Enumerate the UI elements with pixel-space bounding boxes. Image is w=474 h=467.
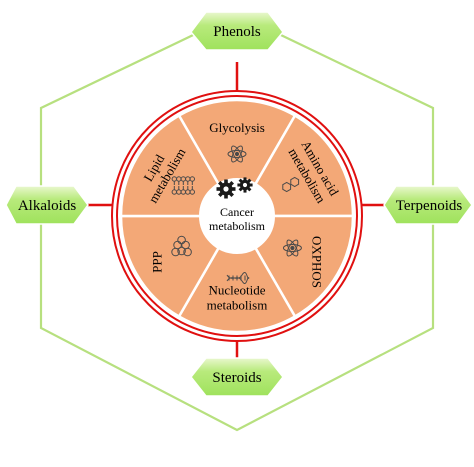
node-alkaloids: Alkaloids bbox=[5, 185, 89, 225]
center-label-line1: Cancer bbox=[220, 205, 254, 219]
segment-nucleotide-label-line: metabolism bbox=[207, 298, 268, 313]
ring-connectors bbox=[86, 62, 388, 364]
center-circle bbox=[199, 178, 275, 254]
segment-ppp-label-line: PPP bbox=[149, 251, 164, 273]
outer-red-ring bbox=[111, 90, 363, 342]
node-terpenoids-label: Terpenoids bbox=[396, 198, 463, 214]
segment-glycolysis-label: Glycolysis bbox=[209, 120, 265, 135]
molecule-cluster-icon bbox=[171, 235, 192, 257]
segment-ppp-label: PPP bbox=[149, 251, 164, 273]
segment-oxphos-label: OXPHOS bbox=[310, 236, 325, 288]
node-alkaloids-label: Alkaloids bbox=[18, 198, 76, 214]
gears-icon bbox=[216, 177, 253, 199]
center-label-line2: metabolism bbox=[209, 219, 266, 233]
segment-glycolysis-label-line: Glycolysis bbox=[209, 120, 265, 135]
node-phenols: Phenols bbox=[190, 11, 284, 51]
segment-nucleotide-label-line: Nucleotide bbox=[208, 283, 265, 298]
outer-hexagon-frame bbox=[39, 12, 435, 432]
atom-icon bbox=[282, 239, 302, 257]
node-phenols-label: Phenols bbox=[213, 24, 261, 40]
node-steroids: Steroids bbox=[190, 357, 284, 397]
middle-red-ring bbox=[116, 95, 358, 337]
segment-oxphos-label-line: OXPHOS bbox=[310, 236, 325, 288]
dna-icon bbox=[226, 272, 250, 284]
molecule-ring-icon bbox=[282, 176, 300, 193]
lipid-bilayer-icon bbox=[171, 176, 196, 195]
node-steroids-label: Steroids bbox=[212, 370, 261, 386]
atom-icon bbox=[227, 145, 247, 163]
node-terpenoids: Terpenoids bbox=[383, 185, 473, 225]
